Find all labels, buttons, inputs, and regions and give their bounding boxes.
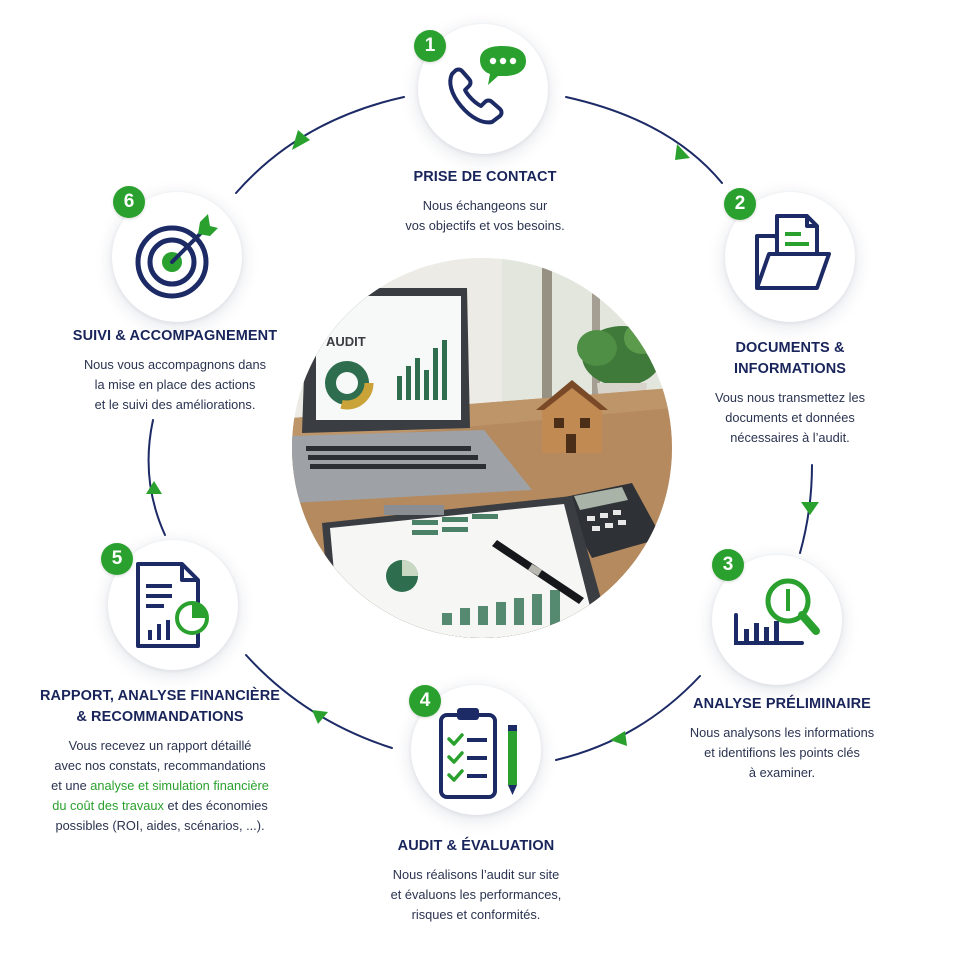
step-6-badge: 6 <box>113 186 145 218</box>
step-4-title: AUDIT & ÉVALUATION <box>397 838 555 854</box>
connector-5-6 <box>147 419 166 536</box>
highlight-works-cost: du coût des travaux <box>52 798 164 813</box>
arrow-5-6 <box>146 481 162 494</box>
arrow-1-2 <box>675 144 690 160</box>
step-6-title: SUIVI & ACCOMPAGNEMENT <box>72 328 278 344</box>
step-3-desc: Nous analysons les informations et ident… <box>689 725 875 780</box>
arrow-3-4 <box>610 731 627 746</box>
phone-chat-icon <box>448 46 526 125</box>
step-3-text: ANALYSE PRÉLIMINAIRE Nous analysons les … <box>662 694 902 783</box>
step-1-title: PRISE DE CONTACT <box>413 169 557 185</box>
arrow-6-1 <box>292 130 310 150</box>
magnifier-chart-icon <box>734 578 820 645</box>
folder-document-icon <box>755 214 831 290</box>
step-1-badge: 1 <box>414 30 446 62</box>
step-2-badge: 2 <box>724 188 756 220</box>
connector-6-1 <box>235 96 405 194</box>
step-2-text: DOCUMENTS & INFORMATIONS Vous nous trans… <box>680 338 900 448</box>
arrow-4-5 <box>312 710 328 724</box>
step-5-badge: 5 <box>101 543 133 575</box>
step-3-badge: 3 <box>712 549 744 581</box>
highlight-financial-analysis: analyse et simulation financière <box>90 778 269 793</box>
step-5-text: RAPPORT, ANALYSE FINANCIÈRE & RECOMMANDA… <box>18 686 302 836</box>
connector-1-2 <box>565 96 723 184</box>
arrow-2-3 <box>801 502 819 515</box>
step-2-title: DOCUMENTS & INFORMATIONS <box>733 340 847 377</box>
step-4-text: AUDIT & ÉVALUATION Nous réalisons l’audi… <box>346 836 606 925</box>
report-chart-icon <box>136 562 209 648</box>
step-6-text: SUIVI & ACCOMPAGNEMENT Nous vous accompa… <box>40 326 310 415</box>
step-3-title: ANALYSE PRÉLIMINAIRE <box>693 696 871 712</box>
target-arrow-icon <box>135 214 218 299</box>
step-2-desc: Vous nous transmettez les documents et d… <box>714 390 866 445</box>
connector-3-4 <box>555 675 701 761</box>
step-1-text: PRISE DE CONTACT Nous échangeons sur vos… <box>360 167 610 236</box>
step-4-badge: 4 <box>409 685 441 717</box>
clipboard-checklist-icon <box>439 708 517 799</box>
step-5-desc: Vous recevez un rapport détaillé avec no… <box>51 738 269 833</box>
laptop-audit-label: AUDIT <box>326 334 366 349</box>
audit-desk-photo: AUDIT <box>292 258 672 638</box>
step-4-desc: Nous réalisons l’audit sur site et évalu… <box>390 867 562 922</box>
step-1-desc: Nous échangeons sur vos objectifs et vos… <box>405 198 565 233</box>
step-5-title: RAPPORT, ANALYSE FINANCIÈRE & RECOMMANDA… <box>39 688 281 725</box>
connector-4-5 <box>245 654 393 749</box>
step-6-desc: Nous vous accompagnons dans la mise en p… <box>83 357 267 412</box>
